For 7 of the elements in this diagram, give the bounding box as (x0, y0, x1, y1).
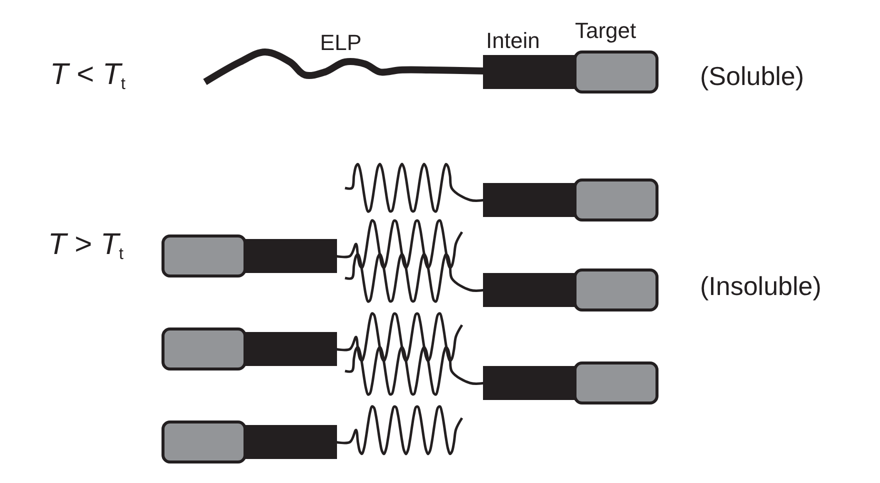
state-label: (Insoluble) (700, 273, 822, 299)
part-label: Intein (486, 30, 540, 52)
condition-label: T < T$_{t}$ (50, 60, 126, 92)
condition-label: T > T$_{t}$ (48, 230, 124, 262)
part-label: ELP (320, 32, 362, 54)
part-label: Target (575, 20, 636, 42)
state-label: (Soluble) (700, 63, 804, 89)
